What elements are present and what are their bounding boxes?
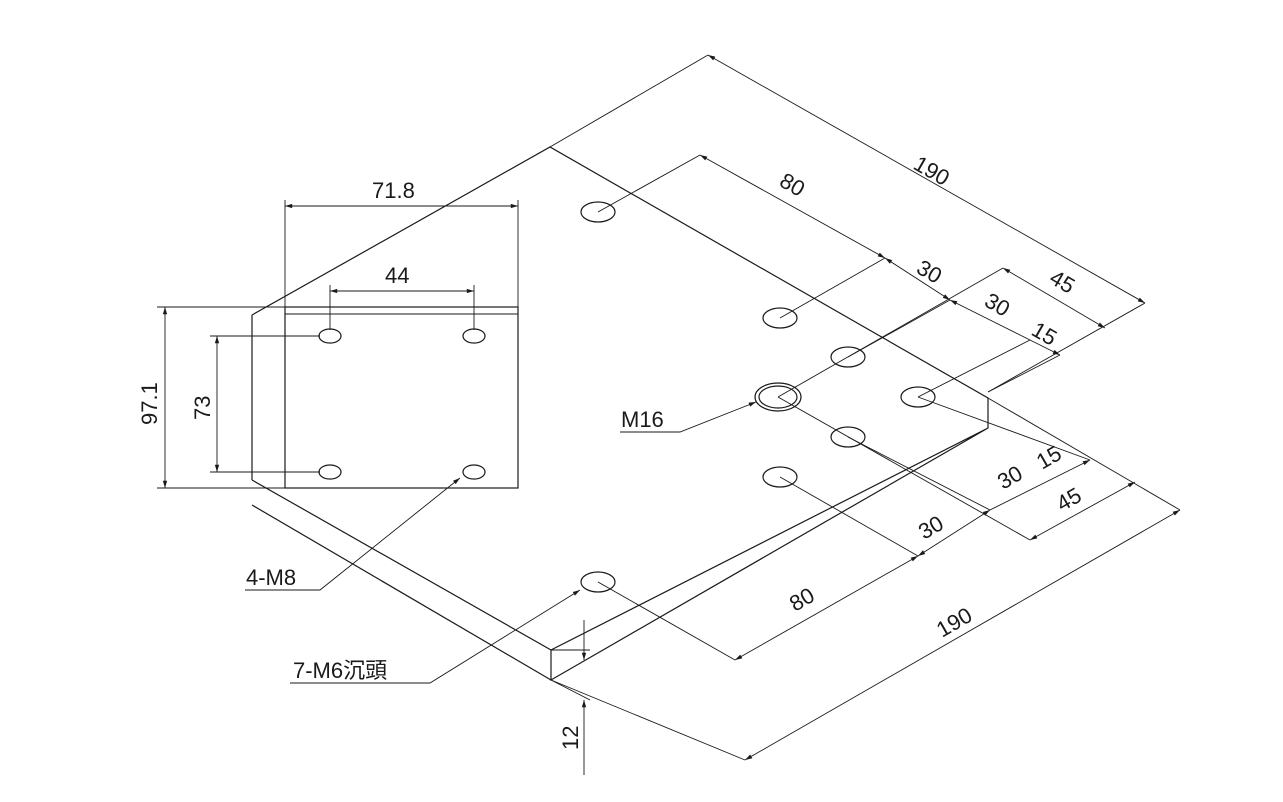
bracket-holes bbox=[318, 328, 486, 480]
callout-7-m6: 7-M6沉頭 bbox=[293, 658, 387, 683]
dim-15-bottom: 15 bbox=[1032, 440, 1066, 474]
extension-lines bbox=[157, 54, 1181, 761]
dim-30b-top: 30 bbox=[981, 288, 1015, 322]
leaders bbox=[245, 401, 757, 684]
dim-97-1: 97.1 bbox=[137, 382, 162, 425]
dim-15-top: 15 bbox=[1028, 317, 1062, 351]
bracket-outline bbox=[284, 306, 519, 489]
dim-45-top: 45 bbox=[1046, 265, 1080, 299]
callout-m16: M16 bbox=[621, 407, 664, 432]
dim-71-8: 71.8 bbox=[372, 178, 415, 203]
dim-190-top: 190 bbox=[910, 151, 954, 191]
dim-12: 12 bbox=[558, 726, 583, 750]
dim-30b-bottom: 30 bbox=[993, 460, 1027, 494]
dim-45-bottom: 45 bbox=[1052, 482, 1086, 516]
dim-30a-top: 30 bbox=[913, 255, 947, 289]
dim-190-bottom: 190 bbox=[932, 602, 976, 642]
dim-30a-bottom: 30 bbox=[914, 510, 948, 544]
dim-44: 44 bbox=[385, 263, 409, 288]
dim-73: 73 bbox=[190, 396, 215, 420]
dim-80-bottom: 80 bbox=[785, 582, 819, 616]
callout-4-m8: 4-M8 bbox=[246, 565, 296, 590]
plate-outline bbox=[251, 146, 989, 682]
dimension-lines bbox=[162, 54, 1181, 775]
plate-holes bbox=[580, 201, 936, 593]
dim-80-top: 80 bbox=[776, 168, 810, 202]
